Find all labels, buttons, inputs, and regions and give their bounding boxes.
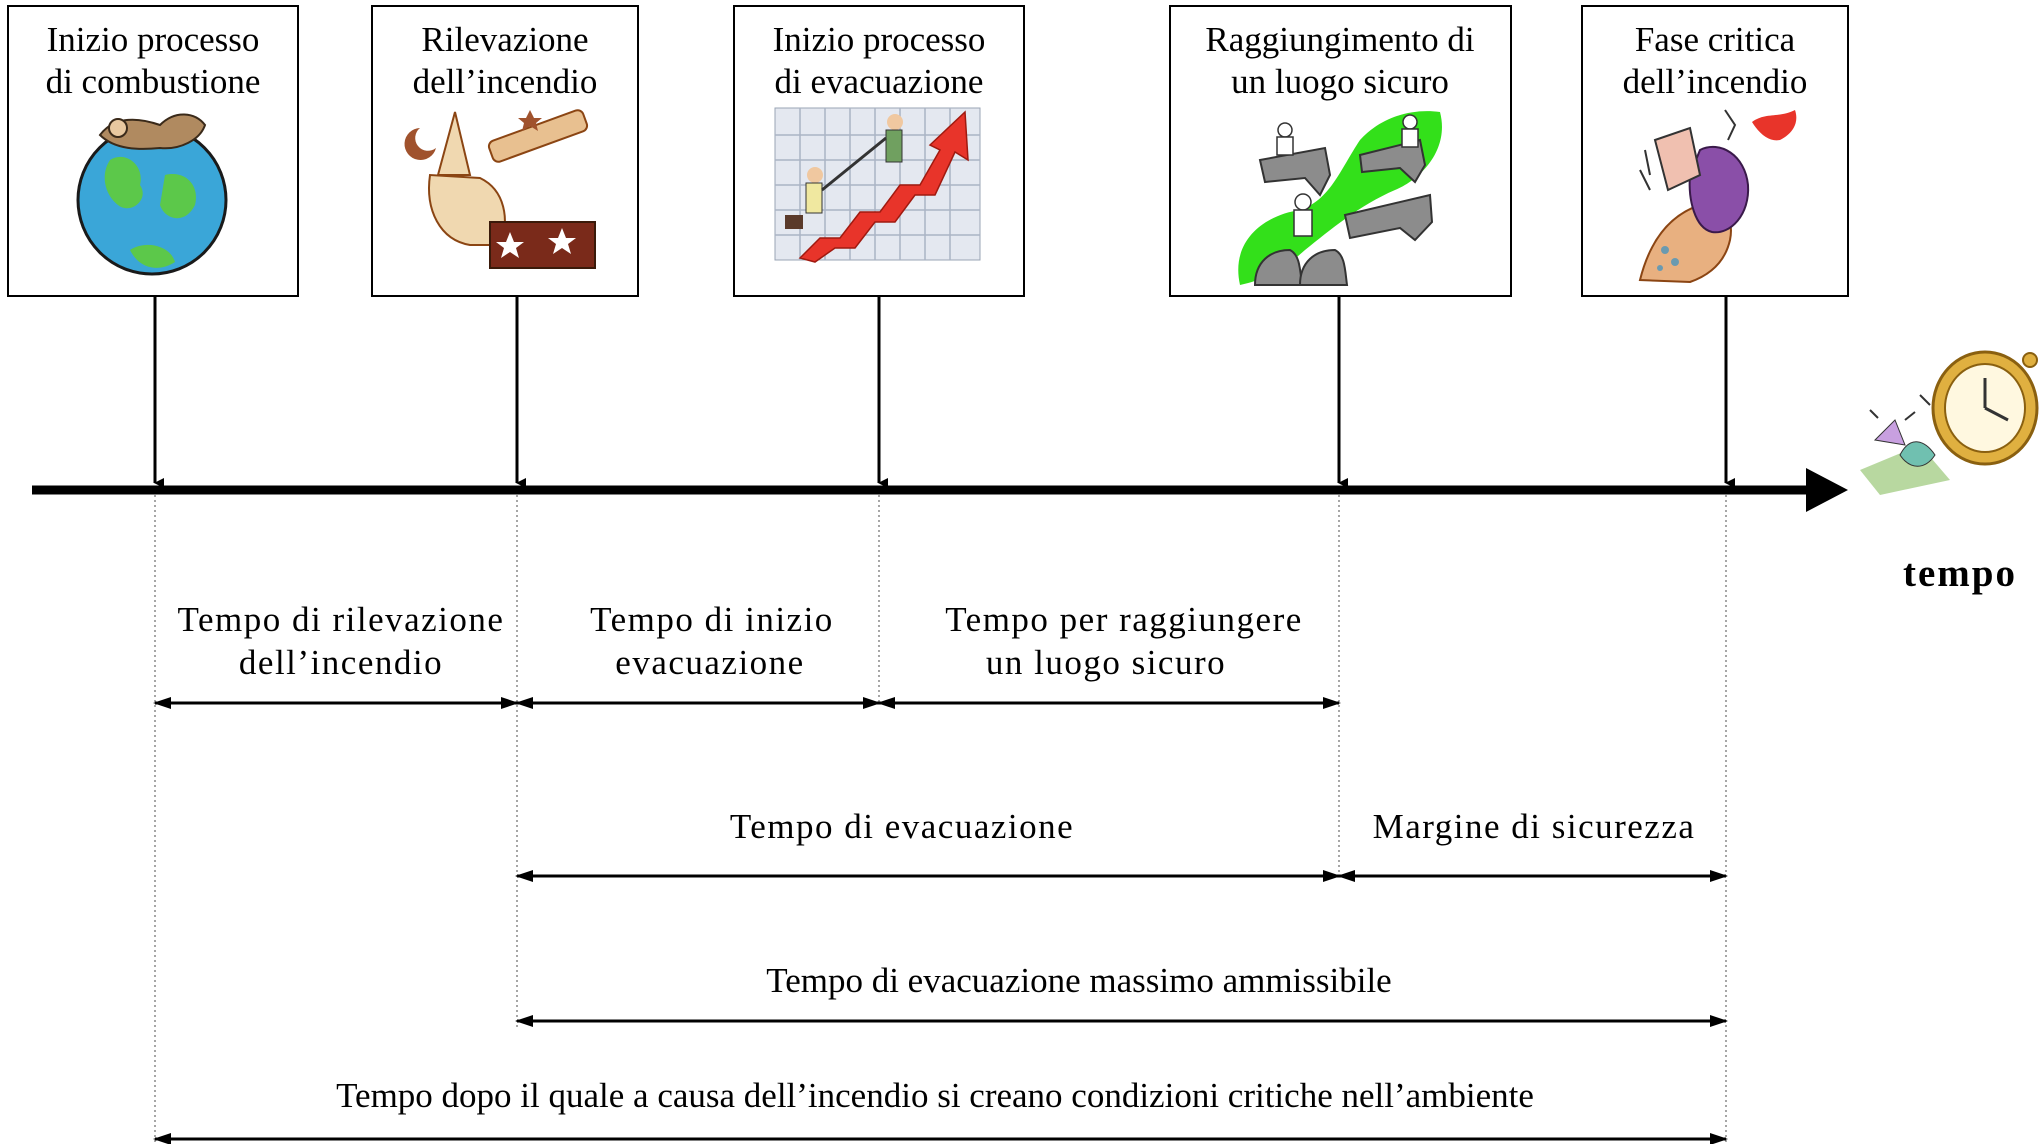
critical-fire-figure-icon [1638,109,1797,284]
time-axis-arrowhead [1806,468,1848,512]
span-label: Tempo di evacuazione [730,807,1074,846]
event-title-line2: un luogo sicuro [1231,62,1449,101]
event-box-fase-critica: Fase critica dell’incendio [1581,5,1849,297]
event-title-line1: Raggiungimento di [1205,20,1475,59]
event-title-line2: dell’incendio [1623,62,1808,101]
event-title-line2: di evacuazione [775,62,984,101]
span-luogo-sicuro: Tempo per raggiungere un luogo sicuro [877,600,1341,709]
span-inizio-evacuazione: Tempo di inizio evacuazione [515,600,881,709]
flying-clock-icon [1860,350,2039,495]
event-box-inizio-evacuazione: Inizio processo di evacuazione [733,5,1025,297]
span-label-line1: Tempo di inizio [590,600,834,639]
span-label-line2: dell’incendio [239,643,443,682]
wizard-telescope-icon [404,109,596,269]
dotted-guides [154,495,1727,1144]
span-label-line2: un luogo sicuro [986,643,1226,682]
event-title-line1: Fase critica [1635,20,1796,59]
span-rilevazione: Tempo di rilevazione dell’incendio [153,600,519,709]
span-massimo: Tempo di evacuazione massimo ammissibile [515,961,1728,1027]
time-axis [32,468,1848,512]
event-title-line1: Inizio processo [773,20,986,59]
event-title-line2: dell’incendio [413,62,598,101]
climbing-arrow-chart-icon [774,107,981,263]
event-title-line1: Inizio processo [47,20,260,59]
span-margine: Margine di sicurezza [1337,807,1728,882]
event-connectors [153,296,1735,488]
event-title-line2: di combustione [46,62,261,101]
span-label: Tempo di evacuazione massimo ammissibile [766,961,1391,1000]
span-label: Tempo dopo il quale a causa dell’incendi… [336,1076,1534,1115]
event-title-line1: Rilevazione [421,20,588,59]
people-on-bridges-icon [1238,111,1442,286]
span-critico: Tempo dopo il quale a causa dell’incendi… [153,1076,1728,1144]
event-box-rilevazione: Rilevazione dell’incendio [371,5,639,297]
axis-label: tempo [1903,552,2017,595]
event-box-frame [1169,5,1512,297]
event-box-luogo-sicuro: Raggiungimento di un luogo sicuro [1169,5,1512,297]
span-evacuazione: Tempo di evacuazione [515,807,1341,882]
span-label-line1: Tempo di rilevazione [178,600,505,639]
span-label: Margine di sicurezza [1373,807,1696,846]
span-label-line1: Tempo per raggiungere [945,600,1303,639]
event-box-combustione: Inizio processo di combustione [7,5,299,297]
globe-with-person-icon [76,113,228,276]
span-label-line2: evacuazione [615,643,804,682]
